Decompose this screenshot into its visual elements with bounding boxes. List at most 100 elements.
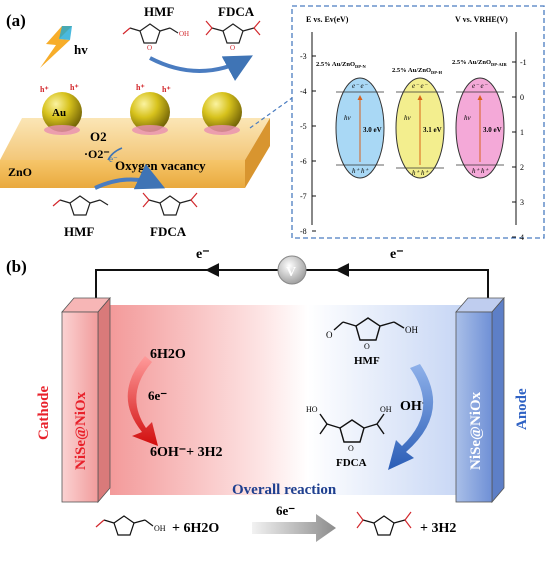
hole-label-2: h⁺ xyxy=(70,83,79,92)
anode-label: Anode xyxy=(514,388,530,430)
oxygen-vacancy-label: Oxygen vacancy xyxy=(115,158,206,173)
sample-2-name: 2.5% Au/ZnODP-H xyxy=(392,67,443,75)
o2-label: O2 xyxy=(90,129,107,144)
sample-2-gap: 3.1 eV xyxy=(423,126,442,134)
anode-electrode-label: NiSe@NiOx xyxy=(468,391,484,470)
cathode-reaction-arrow xyxy=(127,356,158,446)
hmf-cell-label: HMF xyxy=(354,355,380,367)
electron-label: e⁻ xyxy=(109,154,118,164)
sample-3-electrons: e⁻ e⁻ xyxy=(472,82,489,90)
lightning-icon xyxy=(40,26,72,68)
band-structure-inset: E vs. Ev(eV) V vs. VRHE(V) -3-4-5-6-7-8 … xyxy=(291,5,545,242)
fdca-molecule-bottom xyxy=(142,192,198,216)
eq-six-electron: 6e⁻ xyxy=(276,503,295,518)
hmf-ring-oxygen: O xyxy=(147,44,152,52)
hmf-top-label: HMF xyxy=(144,4,174,19)
electron-transfer-arrow xyxy=(107,147,123,161)
sample-3-gap: 3.0 eV xyxy=(483,126,502,134)
electron-right-label: e⁻ xyxy=(390,247,404,262)
cathode-electrode xyxy=(61,296,111,504)
conversion-arrow-bottom xyxy=(94,163,166,190)
panel-b: (b) e⁻ e⁻ V NiSe@NiOx Cathode NiSe@NiOx … xyxy=(6,247,530,542)
sample-1-electrons: e⁻ e⁻ xyxy=(352,82,369,90)
au-particle-2 xyxy=(130,92,170,135)
zno-label: ZnO xyxy=(8,165,32,179)
callout-line xyxy=(249,97,293,129)
hole-label-3: h⁺ xyxy=(136,83,145,92)
anode-reaction-arrow xyxy=(388,364,434,470)
hydroxide-label: OH⁻ xyxy=(400,399,429,414)
cathode-label: Cathode xyxy=(36,385,52,440)
left-tick-label: -8 xyxy=(300,227,307,236)
hmf-cell-oh: OH xyxy=(405,325,418,335)
sample-1-holes: h⁺ h⁺ xyxy=(352,167,369,175)
au-particle-1 xyxy=(42,92,82,135)
panel-a: (a) hv HMF FDCA O OH O xyxy=(0,4,545,242)
sample-1-name: 2.5% Au/ZnODP-N xyxy=(316,61,367,69)
eq-hmf-molecule xyxy=(95,515,154,536)
eq-plus-water: + 6H2O xyxy=(172,521,219,536)
left-tick-label: -3 xyxy=(300,52,307,61)
fdca-molecule-top xyxy=(205,20,261,44)
voltmeter-label: V xyxy=(286,265,296,280)
sample-3-holes: h⁺ h⁺ xyxy=(472,167,489,175)
sample-2-hv: hv xyxy=(404,114,412,122)
water-label: 6H2O xyxy=(150,347,186,362)
electron-left-label: e⁻ xyxy=(196,247,210,262)
overall-reaction-label: Overall reaction xyxy=(232,482,337,498)
fdca-cell-left-oh: HO xyxy=(306,405,318,414)
panel-b-label: (b) xyxy=(6,257,27,276)
left-tick-label: -4 xyxy=(300,87,307,96)
sample-3-name: 2.5% Au/ZnODP-AIR xyxy=(452,59,508,67)
sample-2-holes: h⁺ h⁺ xyxy=(412,169,429,177)
hmf-cell-aldehyde-o: O xyxy=(326,330,333,340)
right-tick-label: 4 xyxy=(520,233,524,242)
right-tick-label: 2 xyxy=(520,163,524,172)
hole-label-4: h⁺ xyxy=(162,85,171,94)
hmf-bottom-label: HMF xyxy=(64,224,94,239)
fdca-cell-right-oh: OH xyxy=(380,405,392,414)
hmf-oh-group: OH xyxy=(179,30,189,38)
sample-1-gap: 3.0 eV xyxy=(363,126,382,134)
hmf-molecule-cell xyxy=(333,317,405,341)
cathode-products-label: 6OH⁻+ 3H2 xyxy=(150,445,223,460)
panel-a-label: (a) xyxy=(6,11,26,30)
anode-electrode xyxy=(455,296,505,504)
sample-2-electrons: e⁻ e⁻ xyxy=(412,82,429,90)
fdca-bottom-label: FDCA xyxy=(150,224,187,239)
voltmeter xyxy=(277,255,307,285)
six-electron-label: 6e⁻ xyxy=(148,388,167,403)
left-ticks: -3 -4 -5 -6 -7 -8 xyxy=(300,52,316,236)
superoxide-label: ·O2⁻ xyxy=(84,147,110,161)
left-axis-title: E vs. Ev(eV) xyxy=(306,15,349,24)
left-tick-label: -5 xyxy=(300,122,307,131)
conversion-arrow-top xyxy=(149,55,253,81)
hole-label-1: h⁺ xyxy=(40,85,49,94)
fdca-ring-oxygen: O xyxy=(230,44,235,52)
eq-hmf-oh: OH xyxy=(154,524,166,533)
right-tick-label: 3 xyxy=(520,198,524,207)
right-tick-label: -1 xyxy=(520,58,527,67)
left-tick-label: -7 xyxy=(300,192,307,201)
electrolyte-cell xyxy=(110,305,470,495)
fdca-cell-ring-o: O xyxy=(348,444,354,453)
left-tick-label: -6 xyxy=(300,157,307,166)
fdca-cell-label: FDCA xyxy=(336,457,367,469)
right-ticks: -1 0 1 2 3 4 xyxy=(512,58,527,242)
right-axis-title: V vs. VRHE(V) xyxy=(455,15,508,24)
au-particle-3 xyxy=(202,92,242,135)
right-tick-label: 0 xyxy=(520,93,524,102)
eq-arrow xyxy=(252,514,336,542)
light-label: hv xyxy=(74,42,88,57)
right-tick-label: 1 xyxy=(520,128,524,137)
eq-plus-h2: + 3H2 xyxy=(420,521,456,536)
eq-fdca-molecule xyxy=(356,511,412,536)
fdca-molecule-cell xyxy=(319,413,385,443)
hmf-cell-ring-o: O xyxy=(364,342,370,351)
zno-slab xyxy=(0,118,270,188)
cathode-electrode-label: NiSe@NiOx xyxy=(73,391,89,470)
sample-3-hv: hv xyxy=(464,114,472,122)
fdca-top-label: FDCA xyxy=(218,4,255,19)
